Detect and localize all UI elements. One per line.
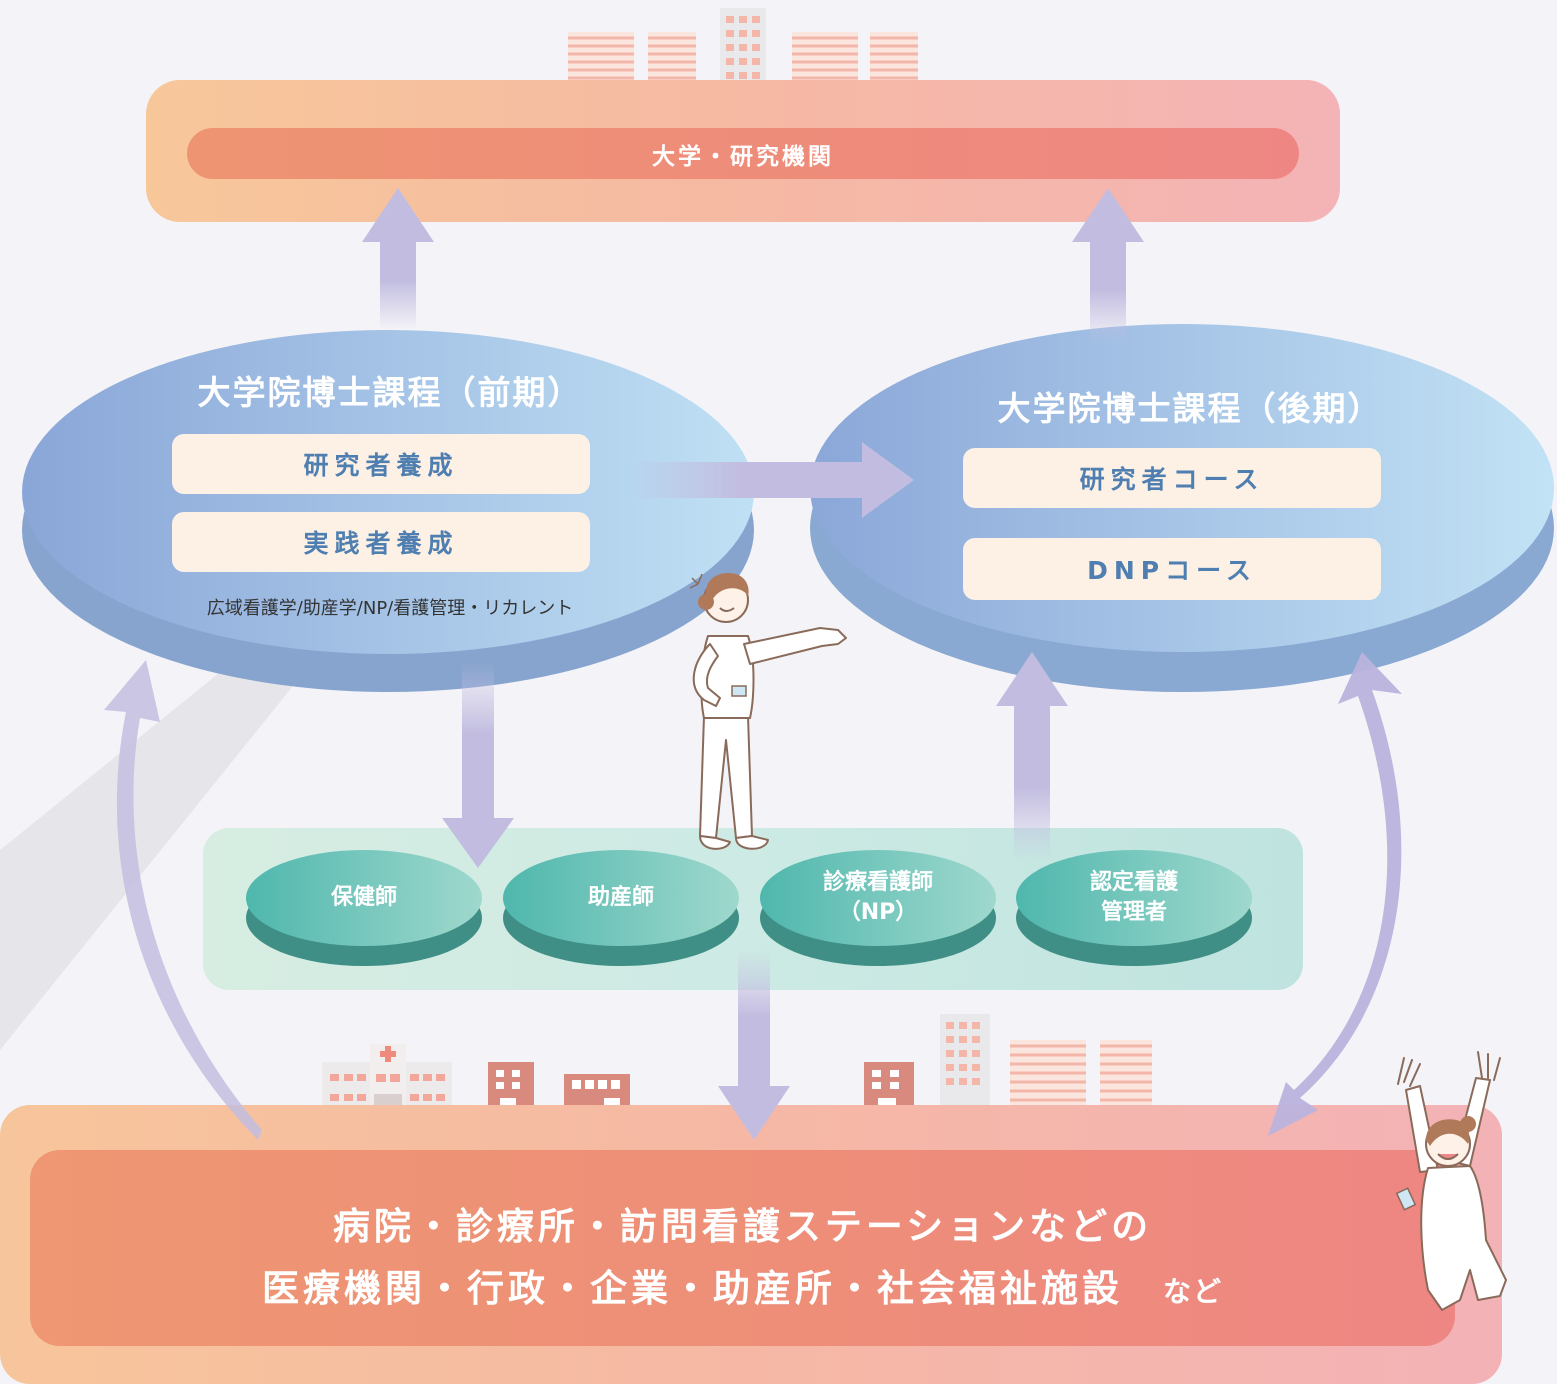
- arrow-qualifications-to-doctor: [996, 652, 1068, 860]
- arrow-workplaces-to-master: [104, 660, 262, 1140]
- arrow-master-to-doctor: [628, 442, 914, 518]
- workplaces-line-2-text: 医療機関・行政・企業・助産所・社会福祉施設: [261, 1267, 1123, 1310]
- arrow-left-to-university: [362, 188, 434, 330]
- disk-manager: [1016, 850, 1252, 966]
- left-item-practitioner: 実践者養成: [172, 512, 590, 572]
- workplaces-panel: [30, 1150, 1455, 1346]
- right-item-researcher-course: 研究者コース: [963, 448, 1381, 508]
- arrow-master-to-qualifications: [442, 662, 514, 868]
- right-item-dnp-course: DNPコース: [963, 538, 1381, 600]
- arrow-right-to-university: [1072, 188, 1144, 344]
- disk-midwife: [503, 850, 739, 966]
- right-program-title: 大学院博士課程（後期）: [997, 389, 1383, 428]
- qualification-np: 診療看護師 （NP）: [822, 870, 933, 925]
- disk-np: [760, 850, 996, 966]
- workplaces-line-1: 病院・診療所・訪問看護ステーションなどの: [332, 1205, 1153, 1248]
- university-label: 大学・研究機関: [187, 128, 1299, 179]
- qualification-public-health-nurse: 保健師: [330, 885, 397, 910]
- left-program-title: 大学院博士課程（前期）: [197, 373, 583, 412]
- qualification-nursing-manager: 認定看護 管理者: [1089, 870, 1178, 925]
- workplaces-suffix: など: [1162, 1275, 1223, 1308]
- arrow-qualifications-to-workplaces: [718, 950, 790, 1140]
- left-item-researcher: 研究者養成: [172, 434, 590, 494]
- qualification-midwife: 助産師: [587, 885, 654, 910]
- workplaces-line-2: 医療機関・行政・企業・助産所・社会福祉施設 など: [30, 1258, 1455, 1312]
- disk-public-health-nurse: [246, 850, 482, 966]
- left-program-note: 広域看護学/助産学/NP/看護管理・リカレント: [206, 598, 574, 619]
